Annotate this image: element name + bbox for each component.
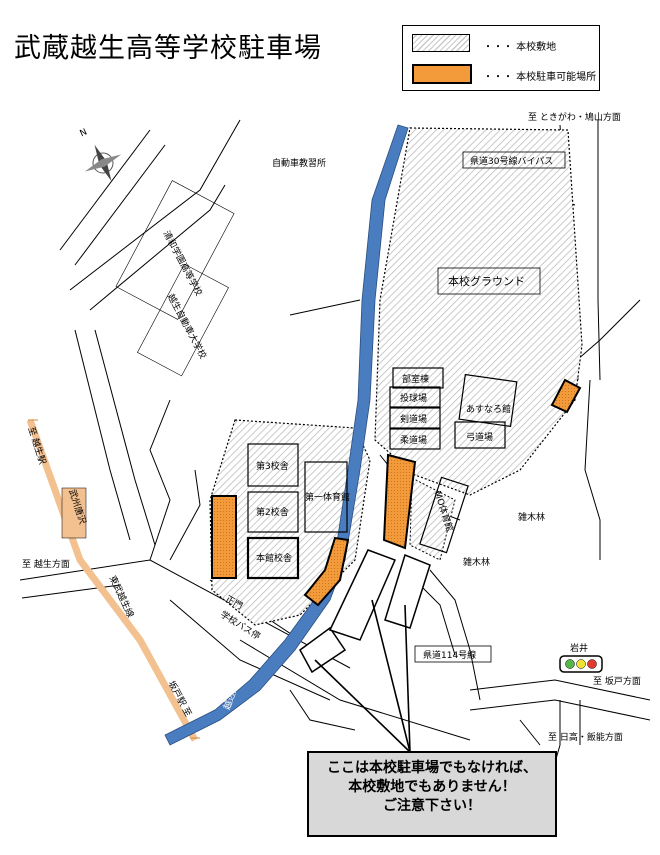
traffic-light-red <box>587 659 597 669</box>
non-school-lot-2 <box>328 549 397 641</box>
kendo-hall <box>389 407 441 429</box>
campus-ground-area <box>374 127 583 496</box>
non-school-lot-1 <box>299 626 347 674</box>
archery-hall <box>454 421 506 449</box>
legend-parking-swatch <box>412 64 472 84</box>
label-club-building: 部室棟 <box>402 373 429 385</box>
route114-label-box <box>414 645 492 663</box>
compass-north-label: N <box>78 127 88 139</box>
label-ground: 本校グラウンド <box>448 274 525 288</box>
pitching-range <box>389 386 441 408</box>
ground-label-box <box>437 267 541 295</box>
legend-campus-swatch <box>412 34 470 52</box>
parking-area-east <box>550 378 582 414</box>
label-zoki-2: 雑木林 <box>463 556 490 568</box>
main-building <box>246 536 300 580</box>
building-3 <box>247 443 299 487</box>
notice-line-3: ご注意下さい！ <box>383 798 481 814</box>
traffic-light-yellow <box>576 659 586 669</box>
label-to-hidaka: 至 日高・飯能方面 <box>548 731 623 743</box>
label-seiwa-school: 清和学園高等学校 <box>161 229 205 298</box>
label-building-2: 第2校舎 <box>256 506 289 518</box>
gymnasium-1 <box>304 461 348 533</box>
label-bypass: 県道30号線バイパス <box>470 155 553 167</box>
label-judo: 柔道場 <box>400 434 427 446</box>
non-school-lot-3 <box>384 554 431 629</box>
label-zoki-1: 雑木林 <box>518 511 545 523</box>
asunaro-hall <box>458 373 518 428</box>
bushu-karasawa-station <box>61 487 87 539</box>
label-archery: 弓道場 <box>466 431 493 443</box>
label-asunaro: あすなろ館 <box>466 403 511 415</box>
notice-line-2: 本校敷地でもありません！ <box>348 779 516 795</box>
label-driving-school: 自動車教習所 <box>272 157 326 169</box>
seiwa-school <box>115 180 235 320</box>
label-pitching: 投球場 <box>400 392 427 404</box>
parking-area-west <box>211 495 237 579</box>
label-route114: 県道114号線 <box>423 649 476 661</box>
label-kendo: 剣道場 <box>400 413 427 425</box>
label-to-sakado: 至 坂戸方面 <box>593 675 641 687</box>
label-main-building: 本館校舎 <box>256 552 292 564</box>
tobu-railway-line <box>26 418 199 742</box>
judo-hall <box>389 428 441 450</box>
label-station-ogose: 至 越生駅 <box>25 425 48 466</box>
label-gym-1: 第一体育館 <box>305 491 350 503</box>
traffic-light-green <box>565 659 575 669</box>
river <box>164 124 409 746</box>
railway-ticks <box>28 419 200 739</box>
compass-icon <box>84 144 122 182</box>
legend-parking-label: ・・・ 本校駐車可能場所 <box>483 72 597 83</box>
label-iwai: 岩井 <box>570 642 588 654</box>
map-legend: ・・・ 本校敷地 ・・・ 本校駐車可能場所 <box>402 25 600 91</box>
ogose-driving-univ <box>137 263 229 377</box>
label-building-3: 第3校舎 <box>256 460 289 472</box>
bypass-label-box <box>462 151 566 169</box>
parking-area-river <box>382 453 417 550</box>
notice-line-1: ここは本校駐車場でもなければ、 <box>327 760 537 776</box>
label-to-tokigawa: 至 ときがわ・鳩山方面 <box>528 111 621 123</box>
notice-pointer-lines <box>314 599 411 753</box>
mo-gymnasium <box>419 476 469 554</box>
club-building <box>392 367 444 389</box>
legend-campus-label: ・・・ 本校敷地 <box>483 42 557 53</box>
label-to-ogose-dir: 至 越生方面 <box>22 558 70 570</box>
building-2 <box>247 491 299 533</box>
parking-area-gate <box>303 536 350 607</box>
warning-notice: ここは本校駐車場でもなければ、 本校敷地でもありません！ ご注意下さい！ <box>307 751 557 837</box>
page-title: 武蔵越生高等学校駐車場 <box>14 33 322 64</box>
